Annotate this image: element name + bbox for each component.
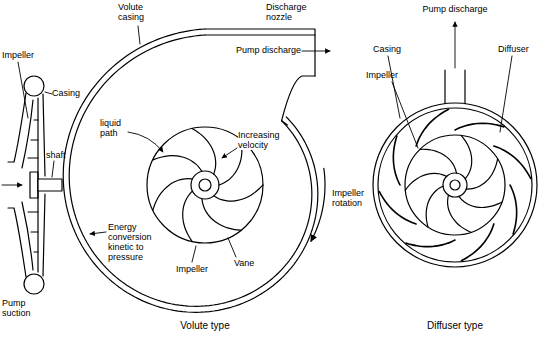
rotation-arrow xyxy=(311,168,325,241)
impeller-eye xyxy=(450,180,460,190)
diffuser-vane xyxy=(510,185,517,234)
part-label: Vane xyxy=(234,258,264,268)
impeller-vane xyxy=(183,191,193,242)
leader-line xyxy=(52,161,54,177)
diffuser-vane xyxy=(416,109,448,146)
part-label: Discharge nozzle xyxy=(266,2,316,22)
flow-label: Pump discharge xyxy=(405,4,505,14)
flow-label: Impeller rotation xyxy=(332,188,374,208)
shaft xyxy=(38,179,62,191)
impeller-vane xyxy=(459,196,502,207)
leader-line xyxy=(392,82,418,148)
impeller-vane xyxy=(426,186,443,227)
casing-wall xyxy=(8,208,26,277)
casing-top xyxy=(24,76,44,96)
part-label: Diffuser xyxy=(498,44,538,54)
leader-line xyxy=(18,62,28,118)
leader-line xyxy=(228,238,236,257)
casing-wall xyxy=(43,194,45,276)
diffuser-vane xyxy=(406,240,455,247)
part-label: Pump suction xyxy=(2,298,38,318)
discharge-nozzle xyxy=(205,29,315,76)
leader-line xyxy=(45,92,52,94)
flow-arrow xyxy=(128,132,163,152)
flow-arrow xyxy=(455,22,456,68)
part-label: Volute casing xyxy=(118,2,156,22)
figure-caption: Diffuser type xyxy=(395,320,515,331)
figure-caption: Volute type xyxy=(155,320,255,331)
leader-line xyxy=(138,26,140,44)
impeller-vane xyxy=(153,179,193,211)
volute-pump xyxy=(63,29,325,312)
flow-label: liquid path xyxy=(100,118,130,138)
diffuser-vane xyxy=(393,136,400,185)
impeller-outline xyxy=(405,135,505,235)
hub xyxy=(30,172,38,198)
impeller-vane xyxy=(31,231,38,232)
leader-line xyxy=(500,56,512,132)
impeller-vane xyxy=(461,135,472,178)
leader-line xyxy=(192,246,196,262)
discharge-neck xyxy=(464,70,465,104)
casing-wall xyxy=(43,94,45,176)
diffuser-vane xyxy=(455,123,504,130)
discharge-nozzle xyxy=(205,34,315,35)
part-label: Impeller xyxy=(366,70,406,80)
flow-arrow xyxy=(302,51,330,52)
pump-drawing xyxy=(2,22,537,312)
impeller-vane xyxy=(192,128,216,174)
diffuser-vane xyxy=(461,224,493,261)
casing-bottom xyxy=(24,274,44,294)
diffuser-vane xyxy=(494,146,531,178)
discharge-neck xyxy=(444,70,445,104)
casing-outer xyxy=(373,103,537,267)
impeller-vane xyxy=(405,173,446,190)
flow-arrow xyxy=(2,185,22,186)
part-label: shaft xyxy=(46,150,72,160)
volute-outer-wall xyxy=(63,29,318,312)
volute-inner-wall xyxy=(69,35,312,306)
impeller-vane xyxy=(420,149,456,173)
diffuser-vane xyxy=(379,191,416,223)
volute-tongue xyxy=(282,76,315,121)
part-label: Casing xyxy=(52,88,86,98)
casing-wall xyxy=(8,93,26,162)
impeller-hub xyxy=(191,171,219,199)
impeller-vane xyxy=(34,251,38,252)
flow-arrow xyxy=(222,148,237,158)
impeller-vane xyxy=(448,195,471,232)
impeller-vane xyxy=(28,211,38,212)
note-label: Energy conversion kinetic to pressure xyxy=(108,222,162,262)
casing-inner xyxy=(378,108,532,262)
diffuser-pump xyxy=(373,70,537,267)
impeller-vane xyxy=(31,139,38,140)
impeller-vane xyxy=(153,156,202,172)
impeller-eye xyxy=(199,179,211,191)
part-label: Casing xyxy=(373,44,409,54)
impeller-vane xyxy=(466,159,497,189)
part-label: Impeller xyxy=(176,264,216,274)
flow-arrow xyxy=(90,232,106,234)
flow-label: Increasing velocity xyxy=(238,130,286,150)
impeller-vane xyxy=(214,185,263,201)
volute-tongue xyxy=(282,121,288,125)
part-label: Impeller xyxy=(2,50,42,60)
flow-label: Pump discharge xyxy=(236,45,302,55)
impeller-vane xyxy=(202,199,241,231)
impeller-vane xyxy=(34,119,38,120)
impeller-vane xyxy=(28,157,38,158)
